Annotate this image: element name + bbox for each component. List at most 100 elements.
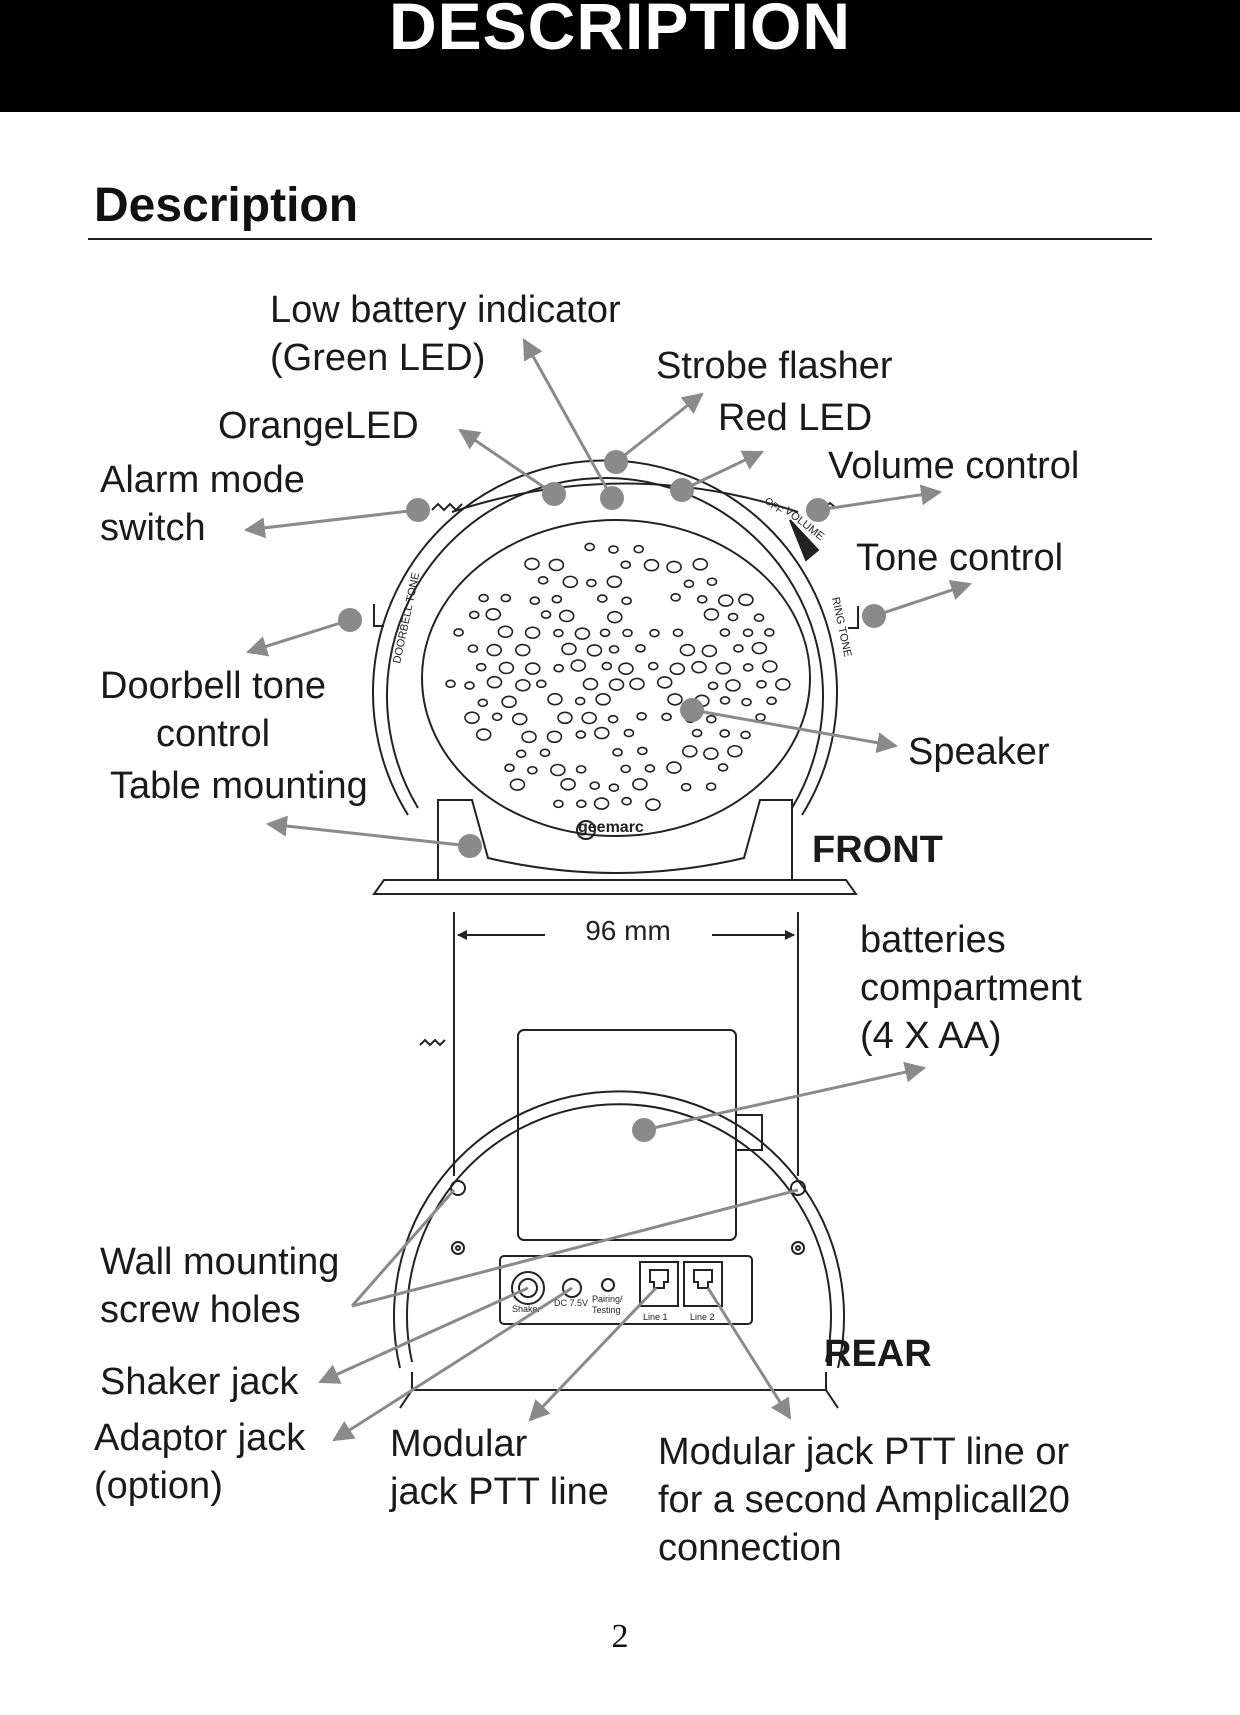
speaker-hole [649, 628, 660, 638]
speaker-hole [594, 726, 610, 740]
speaker-hole [741, 697, 752, 707]
speaker-hole [562, 575, 579, 589]
speaker-hole [620, 560, 632, 570]
speaker-hole [561, 642, 577, 656]
speaker-hole [548, 558, 565, 572]
speaker-hole [766, 696, 777, 706]
speaker-hole [666, 761, 682, 774]
device-pairing-text: Pairing/ [592, 1294, 623, 1304]
speaker-hole [644, 764, 656, 773]
speaker-hole [762, 660, 778, 673]
speaker-hole [524, 557, 540, 571]
wall-mounting-label: Wall mounting screw holes [100, 1241, 340, 1331]
speaker-hole [727, 612, 739, 622]
speaker-hole [706, 577, 718, 587]
batteries-label: batteries compartment (4 X AA) [860, 919, 1082, 1057]
speaker-hole [596, 594, 608, 603]
speaker-hole [589, 781, 601, 790]
speaker-hole [560, 778, 576, 791]
alarm-mode-label: Alarm mode switch [100, 459, 305, 549]
speaker-hole [553, 799, 564, 809]
speaker-hole [753, 613, 765, 623]
speaker-hole [669, 662, 686, 676]
speaker-hole [540, 610, 552, 619]
speaker-hole [529, 596, 541, 606]
speaker-hole [764, 628, 775, 637]
front-view-label: FRONT [812, 829, 943, 871]
speaker-hole [719, 696, 731, 705]
speaker-hole [536, 679, 547, 689]
speaker-hole [509, 778, 526, 791]
speaker-hole [601, 661, 613, 671]
red-led-label: Red LED [718, 397, 873, 439]
speaker-hole [738, 593, 754, 607]
speaker-hole [553, 628, 564, 638]
speaker-hole [606, 610, 623, 624]
speaker-hole [491, 712, 503, 722]
speaker-hole [500, 593, 512, 603]
speaker-hole [672, 628, 684, 638]
speaker-hole [679, 643, 696, 657]
speaker-hole [464, 681, 475, 690]
speaker-hole [719, 729, 730, 738]
speaker-hole [524, 662, 541, 675]
speaker-hole [553, 663, 564, 673]
shaker-jack-label: Shaker jack [100, 1361, 299, 1403]
speaker-hole [550, 763, 566, 777]
speaker-hole [475, 662, 487, 672]
speaker-hole [607, 714, 619, 724]
callout-lines [243, 338, 972, 1442]
speaker-hole [595, 693, 611, 706]
rear-device [393, 1029, 845, 1409]
speaker-hole [715, 662, 732, 675]
speaker-hole [551, 594, 563, 604]
callout-dots [338, 450, 886, 1142]
rear-view-label: REAR [824, 1333, 932, 1375]
speaker-hole [599, 628, 611, 638]
speaker-hole [608, 783, 620, 792]
speaker-hole [756, 679, 767, 689]
page-title: Description [94, 179, 359, 232]
speaker-hole [486, 643, 503, 657]
speaker-hole [515, 749, 527, 759]
speaker-hole [485, 608, 502, 621]
speaker-hole [719, 628, 731, 637]
speaker-hole [497, 625, 514, 639]
speaker-hole [575, 765, 587, 774]
speaker-hole [576, 799, 587, 809]
speaker-hole [586, 644, 603, 657]
speaker-hole [742, 628, 754, 638]
speaker-hole [527, 765, 538, 775]
dimension-line [453, 912, 799, 1176]
adaptor-jack-label: Adaptor jack (option) [94, 1417, 306, 1507]
speaker-hole [524, 626, 541, 640]
modular-jack-2-label: Modular jack PTT line or for a second Am… [658, 1431, 1070, 1569]
speaker-hole [608, 678, 625, 691]
speaker-hole [670, 593, 681, 602]
speaker-hole [586, 578, 597, 588]
speaker-hole [680, 782, 692, 792]
speaker-hole [691, 660, 707, 674]
speaker-hole [547, 692, 563, 706]
speaker-hole [681, 745, 698, 758]
speaker-hole [635, 644, 646, 653]
speaker-hole [570, 659, 587, 672]
speaker-hole [717, 594, 734, 607]
speaker-hole [701, 644, 718, 658]
strobe-flasher-label: Strobe flasher [656, 345, 893, 387]
speaker-hole [717, 763, 729, 772]
speaker-hole [574, 696, 586, 706]
speaker-hole [725, 679, 741, 692]
speaker-hole [623, 728, 635, 738]
speaker-hole [575, 730, 587, 739]
speaker-hole [537, 576, 549, 585]
doorbell-tone-label: Doorbell tone control [100, 665, 327, 755]
speaker-hole [645, 798, 661, 811]
speaker-hole [740, 730, 751, 740]
speaker-hole [621, 796, 632, 806]
table-mounting-label: Table mounting [110, 765, 368, 807]
volume-control-label: Volume control [828, 445, 1080, 487]
speaker-hole [539, 748, 551, 758]
speaker-hole [453, 628, 464, 637]
